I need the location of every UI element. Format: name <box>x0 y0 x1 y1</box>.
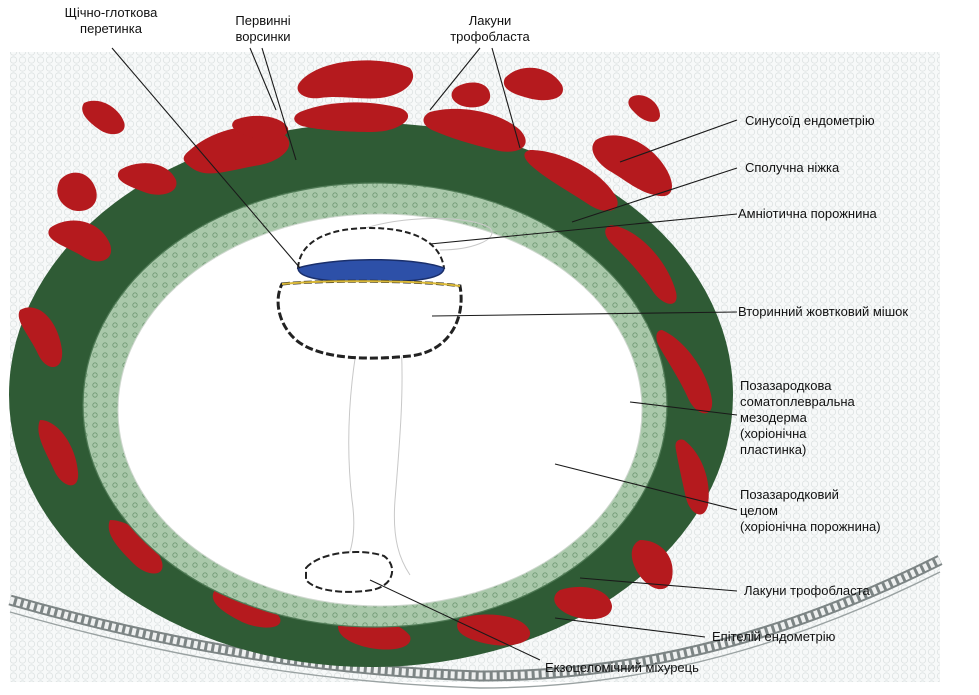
label-lacunae-bottom: Лакуни трофобласта <box>744 583 870 599</box>
label-endometrial-sinusoid: Синусоїд ендометрію <box>745 113 875 129</box>
label-extraembryonic-coelom: Позазародковий целом (хоріонічна порожни… <box>740 487 881 535</box>
label-connecting-stalk: Сполучна ніжка <box>745 160 839 176</box>
label-amniotic-cavity: Амніотична порожнина <box>738 206 877 222</box>
label-endometrial-epithelium: Епітелій ендометрію <box>712 629 835 645</box>
exocoelomic-vesicle-shape <box>306 552 392 592</box>
label-cheek-membrane: Щічно-глоткова перетинка <box>36 5 186 37</box>
label-extraembryonic-mesoderm: Позазародкова соматоплевральна мезодерма… <box>740 378 855 458</box>
label-lacunae-top: Лакуни трофобласта <box>415 13 565 45</box>
label-primary-villi: Первинні ворсинки <box>218 13 308 45</box>
label-exocoelomic-vesicle: Екзоцеломічний міхурець <box>545 660 699 676</box>
secondary-yolk-sac <box>278 281 461 358</box>
label-secondary-yolk-sac: Вторинний жовтковий мішок <box>738 304 908 320</box>
